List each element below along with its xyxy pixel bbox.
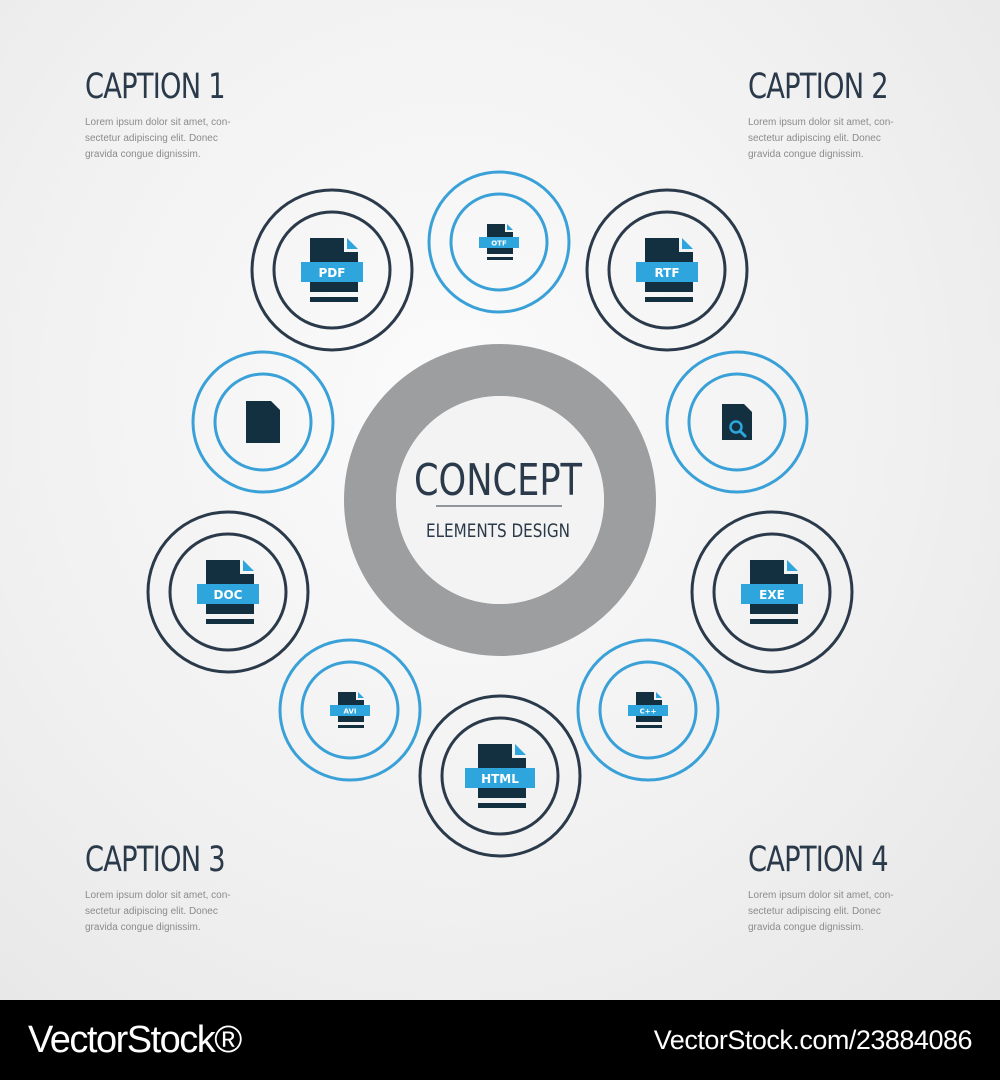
vectorstock-logo: VectorStock® [28, 1019, 242, 1061]
outer-ring [690, 510, 854, 674]
icon-node-avi: AVI [278, 638, 422, 782]
icon-node-cpp: C++ [576, 638, 720, 782]
icon-node-exe: EXE [690, 510, 854, 674]
icon-node-rtf: RTF [585, 188, 749, 352]
inner-ring [449, 192, 549, 292]
inner-ring [272, 210, 392, 330]
file-type-label: RTF [654, 266, 679, 280]
doc-file-icon: DOC [197, 560, 259, 624]
outer-ring [576, 638, 720, 782]
center-title: CONCEPT [414, 455, 583, 506]
rtf-file-icon: RTF [636, 238, 698, 302]
center-subtitle: ELEMENTS DESIGN [426, 520, 570, 542]
caption-1-title: CAPTION 1 [85, 67, 226, 107]
file-type-label: HTML [481, 772, 519, 786]
icon-node-otf: OTF [427, 170, 571, 314]
caption-2-title: CAPTION 2 [748, 67, 889, 107]
file-type-label: AVI [344, 708, 357, 716]
caption-3-title: CAPTION 3 [85, 840, 226, 880]
exe-file-icon: EXE [741, 560, 803, 624]
caption-2-body: Lorem ipsum dolor sit amet, con- sectetu… [748, 117, 894, 160]
inner-ring [300, 660, 400, 760]
caption-4: CAPTION 4 Lorem ipsum dolor sit amet, co… [748, 840, 978, 936]
icon-node-search-file [665, 350, 809, 494]
concept-diagram: CONCEPT ELEMENTS DESIGN PDF OTF RTF DOC EXE A… [146, 170, 854, 858]
inner-ring [213, 372, 313, 472]
otf-file-icon: OTF [479, 224, 519, 260]
caption-4-title: CAPTION 4 [748, 840, 889, 880]
inner-ring [440, 716, 560, 836]
magnifier-icon [729, 420, 743, 434]
icon-node-html: HTML [418, 694, 582, 858]
file-type-label: OTF [491, 240, 507, 248]
outer-ring [191, 350, 335, 494]
search-file-icon [722, 404, 752, 440]
outer-ring [585, 188, 749, 352]
file-type-label: C++ [640, 708, 657, 716]
icon-node-doc: DOC [146, 510, 310, 674]
caption-1-body: Lorem ipsum dolor sit amet, con- sectetu… [85, 117, 231, 160]
outer-ring [146, 510, 310, 674]
pdf-file-icon: PDF [301, 238, 363, 302]
icon-node-blank-file [191, 350, 335, 494]
center-ring [344, 344, 656, 656]
outer-ring [427, 170, 571, 314]
outer-ring [418, 694, 582, 858]
caption-3: CAPTION 3 Lorem ipsum dolor sit amet, co… [85, 840, 315, 936]
inner-ring [598, 660, 698, 760]
blank-file-icon [246, 401, 280, 443]
file-type-label: EXE [759, 588, 785, 602]
file-type-label: DOC [214, 588, 243, 602]
html-file-icon: HTML [465, 744, 535, 808]
inner-ring [607, 210, 727, 330]
file-type-label: PDF [319, 266, 346, 280]
center-ring-group: CONCEPT ELEMENTS DESIGN [344, 344, 656, 656]
inner-ring [168, 532, 288, 652]
image-id: VectorStock.com/23884086 [653, 1025, 973, 1055]
avi-file-icon: AVI [330, 692, 370, 728]
infographic-canvas: CAPTION 1 Lorem ipsum dolor sit amet, co… [0, 0, 1000, 1000]
caption-3-body: Lorem ipsum dolor sit amet, con- sectetu… [85, 890, 231, 933]
caption-4-body: Lorem ipsum dolor sit amet, con- sectetu… [748, 890, 894, 933]
inner-ring [712, 532, 832, 652]
outer-ring [250, 188, 414, 352]
footer-bar: VectorStock® VectorStock.com/23884086 [0, 1000, 1000, 1080]
center-disc [396, 396, 604, 604]
caption-2: CAPTION 2 Lorem ipsum dolor sit amet, co… [748, 67, 978, 163]
caption-1: CAPTION 1 Lorem ipsum dolor sit amet, co… [85, 67, 315, 163]
outer-ring [278, 638, 422, 782]
inner-ring [687, 372, 787, 472]
cpp-file-icon: C++ [628, 692, 668, 728]
outer-ring [665, 350, 809, 494]
icon-node-pdf: PDF [250, 188, 414, 352]
